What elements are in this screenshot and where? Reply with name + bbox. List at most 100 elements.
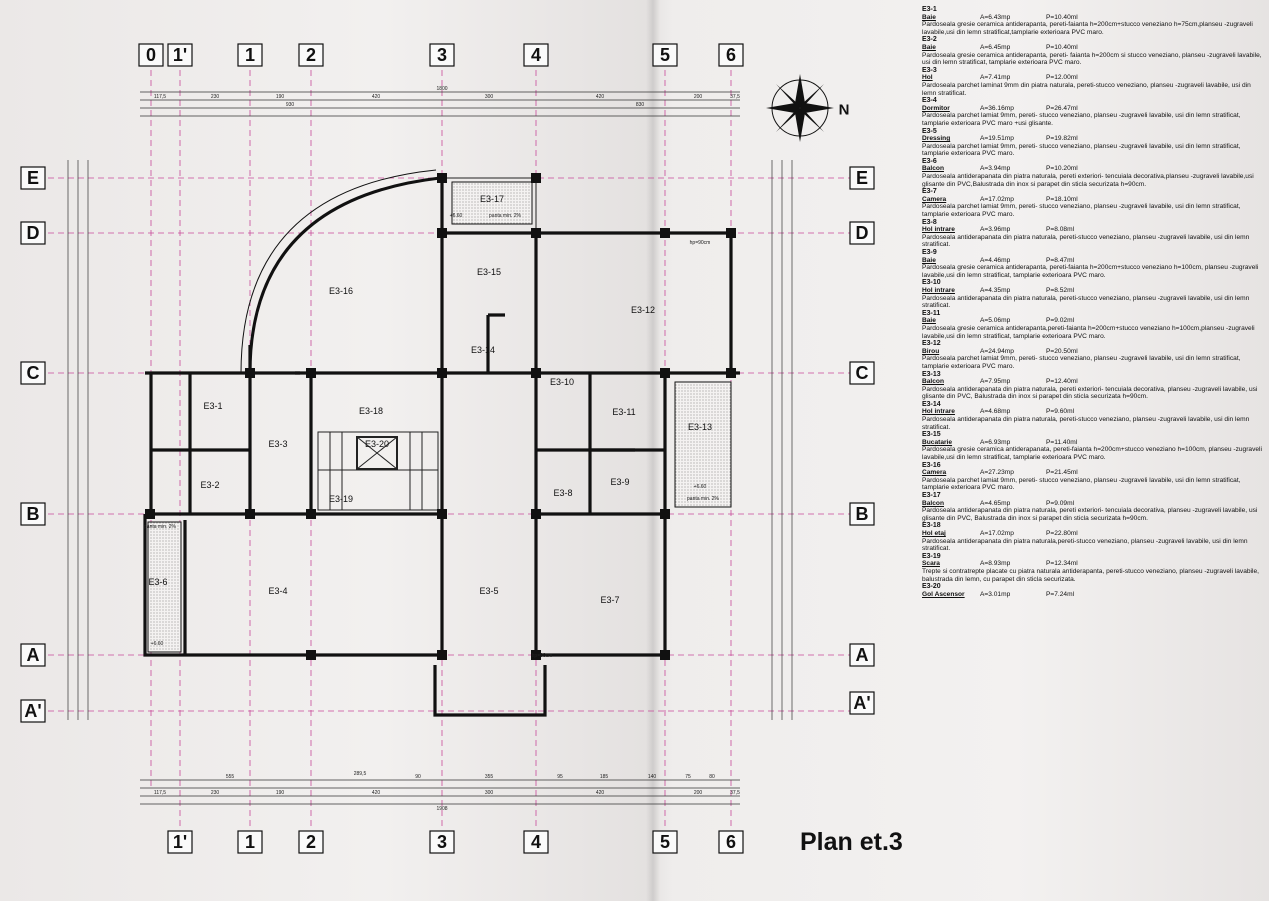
dim-bot-row2-2: 230 bbox=[211, 790, 220, 796]
room-name: Hol bbox=[922, 74, 933, 82]
room-area: A=3.94mp bbox=[980, 165, 1011, 173]
room-area: A=17.02mp bbox=[980, 195, 1014, 203]
room-name: Baie bbox=[922, 256, 936, 264]
grid-label-top: 2 bbox=[306, 45, 316, 65]
dim-bot-row2-4: 420 bbox=[372, 790, 381, 796]
room-header: Camera A=17.02mp P=18.10ml bbox=[922, 196, 1262, 204]
dim-bottom-total: 1908 bbox=[436, 806, 447, 812]
dim-bot-row2-1: 117,5 bbox=[154, 790, 166, 796]
dim-top-5: 300 bbox=[485, 94, 494, 100]
dim-bot-2: 289,5 bbox=[354, 771, 367, 777]
room-label: E3-19 bbox=[329, 494, 353, 504]
grid-bubbles-bottom: 1' 1 2 3 4 5 6 bbox=[167, 830, 744, 854]
compass-icon: N bbox=[766, 74, 849, 142]
room-area: A=4.68mp bbox=[980, 408, 1011, 416]
room-finishes: Pardoseala parchet lamiat 9mm, pereti- s… bbox=[922, 355, 1241, 370]
room-name: Baie bbox=[922, 13, 936, 21]
room-id: E3-10 bbox=[922, 279, 941, 287]
dim-top-3: 190 bbox=[276, 94, 285, 100]
dim-bot-row2-6: 420 bbox=[596, 790, 605, 796]
room-labels: E3-1 E3-2 E3-3 E3-4 E3-5 E3-6 E3-7 E3-8 … bbox=[148, 194, 712, 605]
curved-wall bbox=[248, 176, 441, 374]
room-perimeter: P=18.10ml bbox=[1046, 195, 1078, 203]
room-name: Hol intrare bbox=[922, 408, 955, 416]
room-label: E3-5 bbox=[479, 586, 498, 596]
room-perimeter: P=10.20ml bbox=[1046, 165, 1078, 173]
room-id: E3-20 bbox=[922, 583, 941, 591]
room-name: Hol intrare bbox=[922, 286, 955, 294]
room-id: E3-5 bbox=[922, 127, 937, 135]
curved-wall-outer bbox=[240, 169, 437, 374]
grid-label-right: A bbox=[856, 645, 869, 665]
grid-label-bottom: 1' bbox=[173, 832, 187, 852]
room-perimeter: P=19.82ml bbox=[1046, 135, 1078, 143]
room-id: E3-2 bbox=[922, 36, 937, 44]
room-name: Hol etaj bbox=[922, 529, 946, 537]
room-label: E3-16 bbox=[329, 286, 353, 296]
grid-label-bottom: 3 bbox=[437, 832, 447, 852]
room-label: E3-11 bbox=[612, 407, 635, 417]
room-name: Camera bbox=[922, 469, 947, 477]
dim-top-2: 230 bbox=[211, 94, 220, 100]
room-perimeter: P=9.09ml bbox=[1046, 499, 1075, 507]
dim-bot-8: 75 bbox=[685, 774, 691, 780]
balcony-e3-6 bbox=[147, 521, 182, 653]
room-name: Dressing bbox=[922, 135, 951, 143]
room-area: A=3.96mp bbox=[980, 226, 1011, 234]
room-label: E3-18 bbox=[359, 406, 383, 416]
room-area: A=4.65mp bbox=[980, 499, 1011, 507]
room-id: E3-1 bbox=[922, 6, 937, 13]
dimension-texts: 1800 117,5 230 190 420 300 420 200 37,5 … bbox=[154, 86, 740, 812]
grid-label-top: 4 bbox=[531, 45, 541, 65]
room-name: Baie bbox=[922, 317, 936, 325]
room-finishes: Pardoseala antiderapanata din piatra nat… bbox=[922, 294, 1250, 310]
level-annotation: +6.60 bbox=[151, 641, 164, 647]
room-perimeter: P=11.40ml bbox=[1046, 438, 1078, 446]
slope-annotation: panta min. 2% bbox=[489, 213, 522, 219]
room-area: A=7.41mp bbox=[980, 74, 1011, 82]
dim-top-7: 200 bbox=[694, 94, 703, 100]
room-name: Camera bbox=[922, 195, 947, 203]
room-finishes: Pardoseala gresie ceramica antiderapanta… bbox=[922, 51, 1262, 67]
room-area: A=19.51mp bbox=[980, 135, 1014, 143]
dim-top-6: 420 bbox=[596, 94, 605, 100]
room-id: E3-12 bbox=[922, 340, 941, 348]
room-area: A=4.46mp bbox=[980, 256, 1011, 264]
room-name: Balcon bbox=[922, 499, 944, 507]
grid-label-left: B bbox=[27, 504, 40, 524]
room-perimeter: P=10.40ml bbox=[1046, 43, 1078, 51]
grid-label-right: E bbox=[856, 168, 868, 188]
balcony-e3-13 bbox=[674, 381, 732, 508]
room-id: E3-8 bbox=[922, 218, 937, 226]
room-label: E3-7 bbox=[600, 595, 619, 605]
room-area: A=36.16mp bbox=[980, 104, 1014, 112]
grid-label-top: 5 bbox=[660, 45, 670, 65]
room-perimeter: P=7.24ml bbox=[1046, 590, 1075, 598]
room-finishes: Pardoseala gresie ceramica antiderapanat… bbox=[922, 446, 1262, 462]
grid-label-left: D bbox=[27, 223, 40, 243]
room-id: E3-16 bbox=[922, 461, 941, 469]
dim-bot-row2-5: 300 bbox=[485, 790, 494, 796]
